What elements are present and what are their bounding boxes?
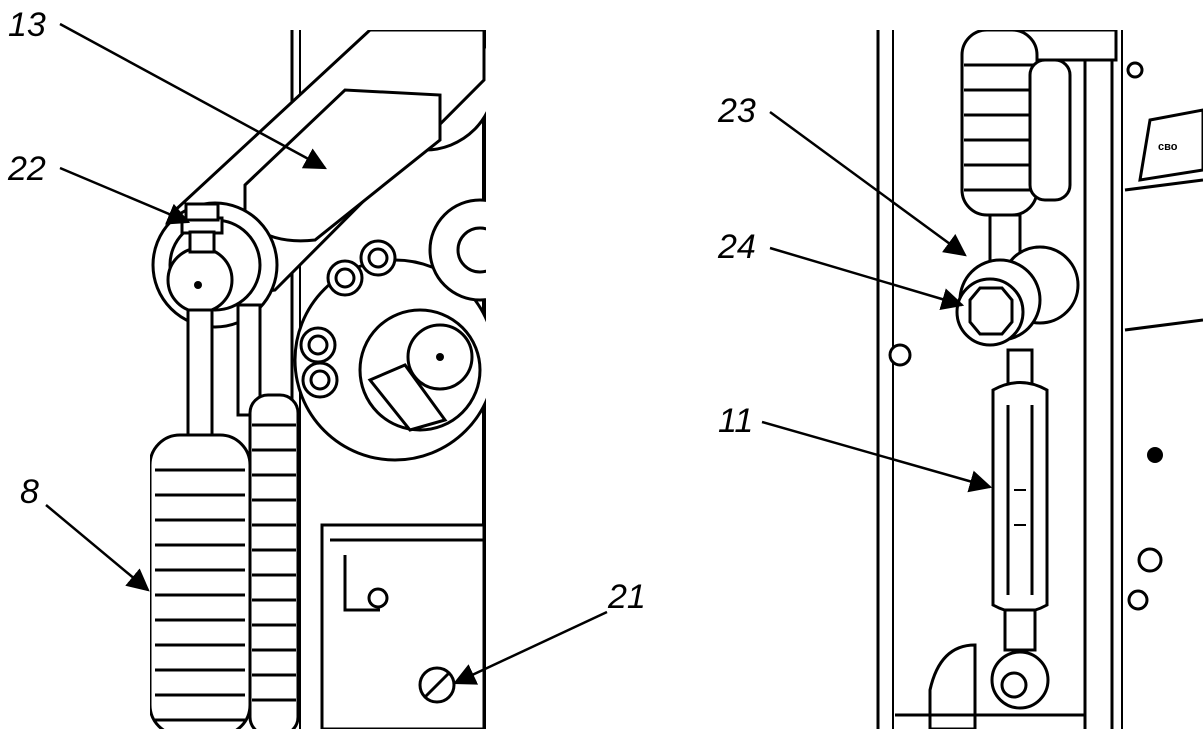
callout-24-leader bbox=[769, 246, 965, 311]
callout-11-label: 11 bbox=[718, 402, 753, 440]
callout-21-leader bbox=[452, 610, 608, 685]
callout-24-label: 24 bbox=[717, 228, 756, 266]
callout-22-leader bbox=[59, 166, 191, 225]
callout-11-leader bbox=[761, 420, 993, 493]
callout-23-label: 23 bbox=[717, 92, 756, 130]
right-mechanism-drawing: сво bbox=[876, 30, 1203, 729]
callout-23-leader bbox=[769, 110, 967, 257]
left-mechanism-drawing bbox=[150, 30, 486, 729]
callout-13-label: 13 bbox=[8, 6, 46, 44]
spring-upper bbox=[960, 30, 1072, 217]
spring-8 bbox=[150, 433, 252, 729]
callout-13-leader bbox=[59, 22, 327, 170]
nameplate-text: сво bbox=[1158, 141, 1178, 153]
callout-22-label: 22 bbox=[7, 150, 46, 188]
turnbuckle-11 bbox=[990, 348, 1050, 710]
spring-rear bbox=[248, 393, 300, 729]
callout-8-leader bbox=[45, 504, 150, 592]
callout-8-label: 8 bbox=[20, 473, 39, 511]
callout-21-label: 21 bbox=[607, 578, 646, 616]
